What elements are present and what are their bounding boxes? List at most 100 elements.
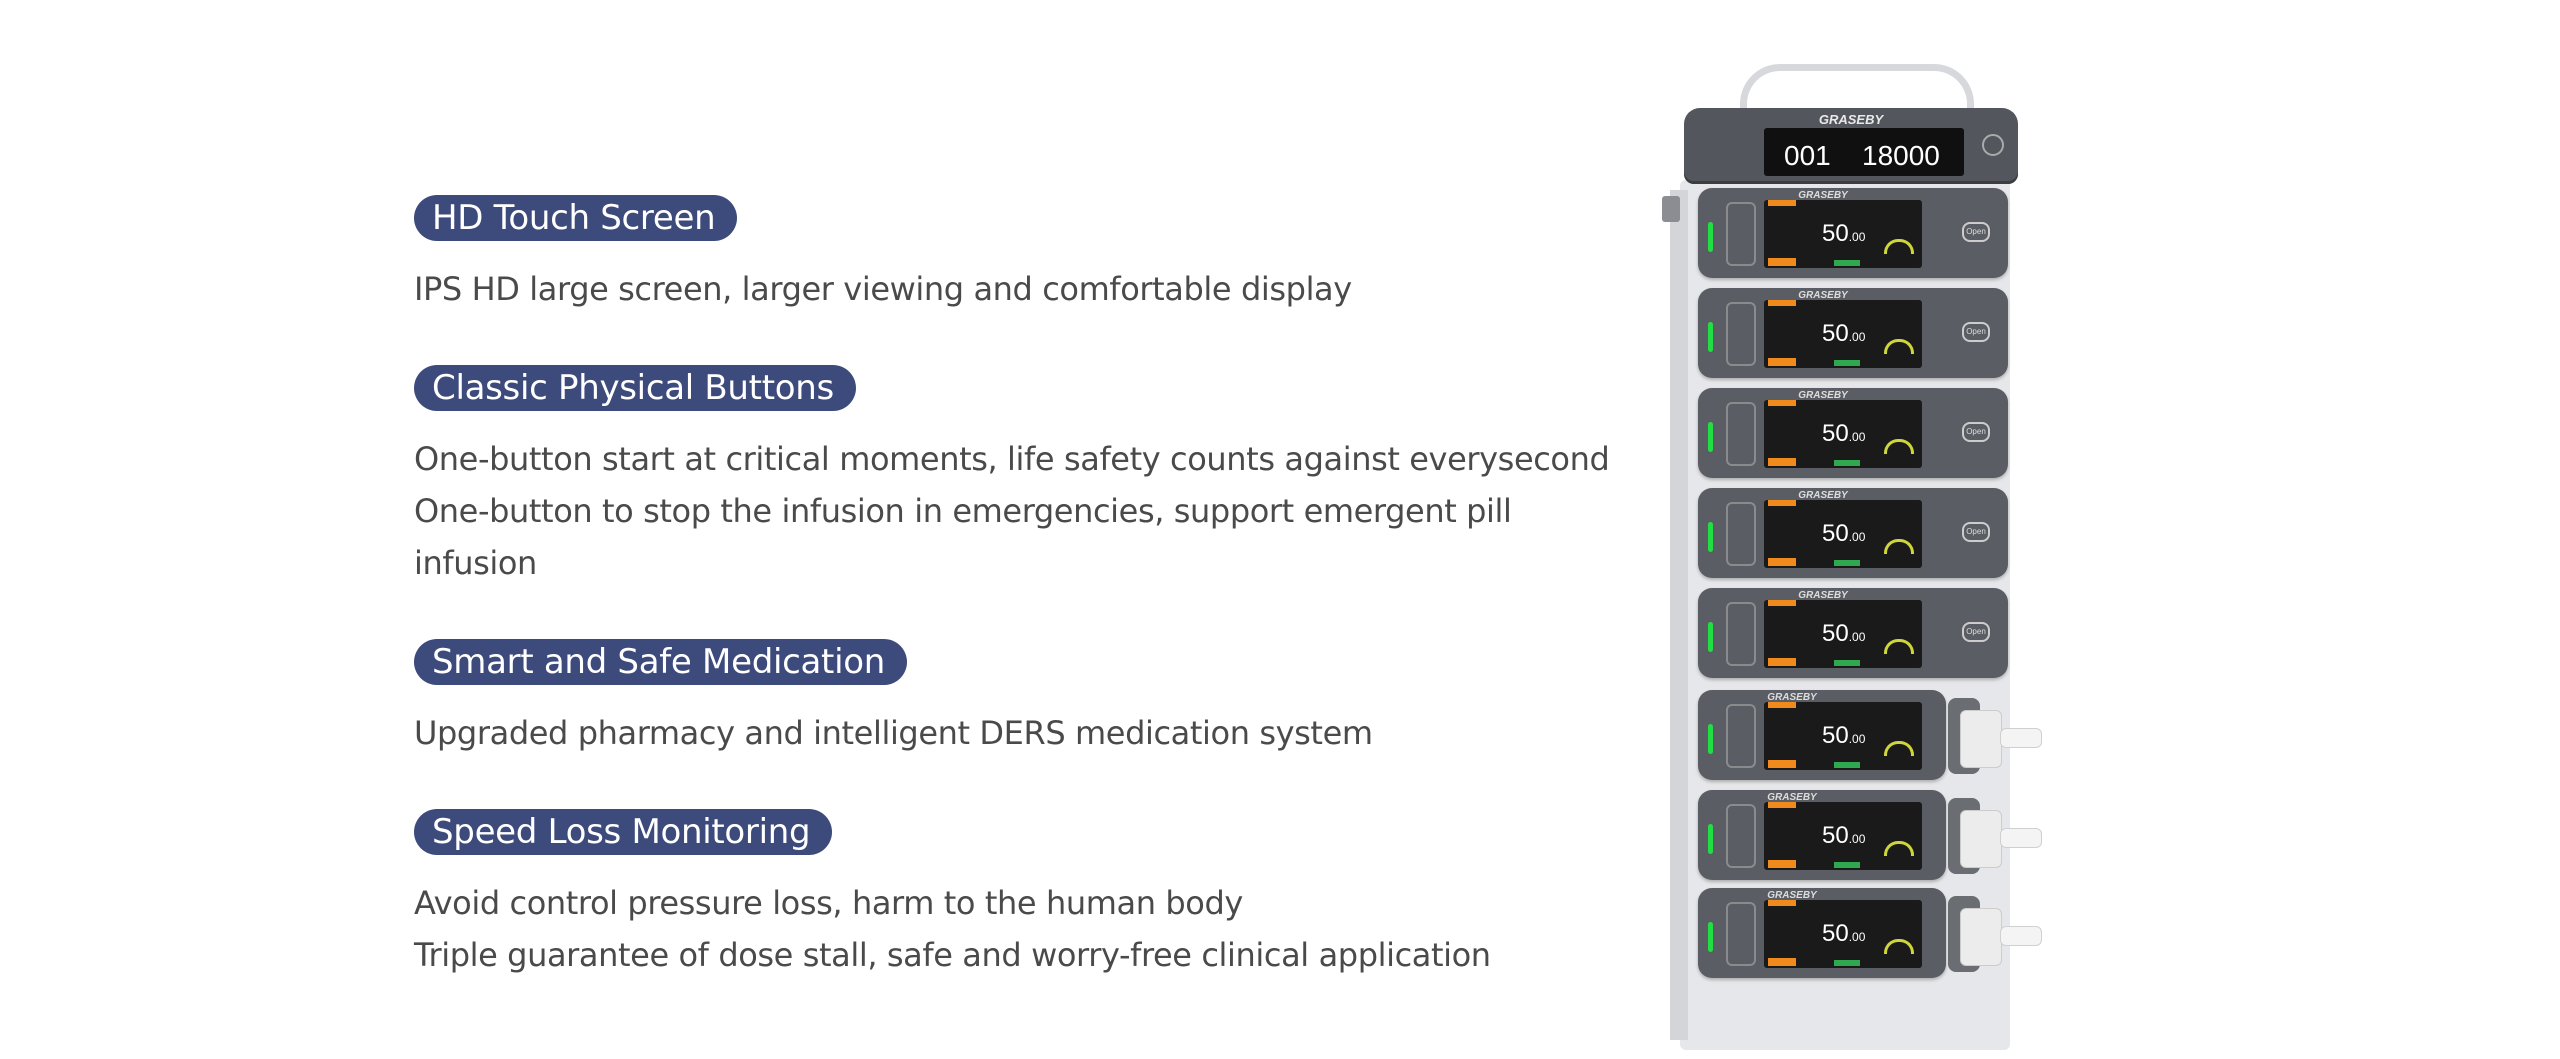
- syringe-barrel: [1960, 908, 2002, 966]
- screen-footer-button: [1768, 358, 1796, 366]
- top-display: 001 18000: [1764, 128, 1964, 176]
- syringe: [1948, 896, 2050, 972]
- feature-description-line: IPS HD large screen, larger viewing and …: [414, 270, 1352, 308]
- screen-footer-button: [1834, 460, 1860, 466]
- start-stop-keys: [1726, 902, 1756, 966]
- power-icon: [1982, 134, 2004, 156]
- feature-description-line: One-button to stop the infusion in emerg…: [414, 492, 1512, 582]
- feature-description: Upgraded pharmacy and intelligent DERS m…: [414, 707, 1614, 759]
- infusion-rate-main: 50: [1822, 520, 1849, 547]
- screen-footer-button: [1768, 458, 1796, 466]
- infusion-rate-main: 50: [1822, 420, 1849, 447]
- screen-footer-button: [1834, 660, 1860, 666]
- syringe: [1948, 698, 2050, 774]
- status-indicator-bar: [1708, 922, 1713, 952]
- screen-footer-button: [1834, 762, 1860, 768]
- infusion-rate-decimal: .00: [1848, 930, 1866, 944]
- screen-tab: [1768, 300, 1796, 306]
- screen-footer-button: [1834, 960, 1860, 966]
- brand-logo: GRASEBY: [1798, 190, 1848, 201]
- pump-screen: 50.00: [1764, 400, 1922, 468]
- pressure-gauge-icon: [1884, 339, 1914, 354]
- screen-footer-button: [1768, 958, 1796, 966]
- rack-rail: [1670, 190, 1688, 1040]
- feature-title: Smart and Safe Medication: [414, 639, 907, 685]
- infusion-rate: 50.00: [1822, 722, 1865, 750]
- brand-logo: GRASEBY: [1818, 112, 1884, 127]
- status-indicator-bar: [1708, 422, 1713, 452]
- syringe-plunger: [2000, 926, 2042, 946]
- pump-module: GRASEBY 50.00 Open: [1698, 288, 2008, 378]
- screen-footer-button: [1834, 360, 1860, 366]
- screen-footer-button: [1834, 560, 1860, 566]
- brand-logo: GRASEBY: [1767, 792, 1817, 803]
- open-button: Open: [1962, 322, 1990, 342]
- feature-description: IPS HD large screen, larger viewing and …: [414, 263, 1614, 315]
- status-indicator-bar: [1708, 724, 1713, 754]
- screen-tab: [1768, 702, 1796, 708]
- start-stop-keys: [1726, 804, 1756, 868]
- status-indicator-bar: [1708, 322, 1713, 352]
- feature-hd-touch-screen: HD Touch Screen IPS HD large screen, lar…: [414, 195, 1614, 315]
- screen-tab: [1768, 600, 1796, 606]
- pressure-gauge-icon: [1884, 841, 1914, 856]
- status-indicator-bar: [1708, 824, 1713, 854]
- status-indicator-bar: [1708, 222, 1713, 252]
- syringe-barrel: [1960, 810, 2002, 868]
- feature-description-line: Upgraded pharmacy and intelligent DERS m…: [414, 714, 1373, 752]
- infusion-rate-main: 50: [1822, 920, 1849, 947]
- pressure-gauge-icon: [1884, 539, 1914, 554]
- infusion-rate-main: 50: [1822, 822, 1849, 849]
- infusion-rate-decimal: .00: [1848, 230, 1866, 244]
- start-stop-keys: [1726, 302, 1756, 366]
- brand-logo: GRASEBY: [1798, 290, 1848, 301]
- screen-footer-button: [1768, 860, 1796, 868]
- status-indicator-bar: [1708, 622, 1713, 652]
- screen-tab: [1768, 400, 1796, 406]
- brand-logo: GRASEBY: [1798, 390, 1848, 401]
- infusion-rate: 50.00: [1822, 620, 1865, 648]
- infusion-rate: 50.00: [1822, 520, 1865, 548]
- feature-description: Avoid control pressure loss, harm to the…: [414, 877, 1614, 981]
- feature-description: One-button start at critical moments, li…: [414, 433, 1614, 589]
- screen-tab: [1768, 200, 1796, 206]
- feature-title: Classic Physical Buttons: [414, 365, 856, 411]
- infusion-rate-main: 50: [1822, 320, 1849, 347]
- feature-title: Speed Loss Monitoring: [414, 809, 833, 855]
- brand-logo: GRASEBY: [1767, 692, 1817, 703]
- screen-footer-button: [1768, 760, 1796, 768]
- pump-screen: 50.00: [1764, 300, 1922, 368]
- screen-footer-button: [1768, 558, 1796, 566]
- open-button: Open: [1962, 222, 1990, 242]
- feature-classic-physical-buttons: Classic Physical Buttons One-button star…: [414, 365, 1614, 589]
- status-indicator-bar: [1708, 522, 1713, 552]
- feature-description-line: Triple guarantee of dose stall, safe and…: [414, 936, 1491, 974]
- brand-logo: GRASEBY: [1798, 490, 1848, 501]
- start-stop-keys: [1726, 502, 1756, 566]
- infusion-rate: 50.00: [1822, 920, 1865, 948]
- infusion-rate-decimal: .00: [1848, 430, 1866, 444]
- screen-footer-button: [1834, 260, 1860, 266]
- pump-module: GRASEBY 50.00: [1698, 888, 1946, 978]
- infusion-rate: 50.00: [1822, 822, 1865, 850]
- pressure-gauge-icon: [1884, 939, 1914, 954]
- brand-logo: GRASEBY: [1767, 890, 1817, 901]
- screen-tab: [1768, 500, 1796, 506]
- start-stop-keys: [1726, 704, 1756, 768]
- pressure-gauge-icon: [1884, 741, 1914, 756]
- infusion-rate-decimal: .00: [1848, 832, 1866, 846]
- top-display-value: 001: [1784, 140, 1831, 171]
- feature-description-line: Avoid control pressure loss, harm to the…: [414, 884, 1243, 922]
- pump-screen: 50.00: [1764, 500, 1922, 568]
- top-display-value: 18000: [1862, 140, 1940, 171]
- infusion-rate-decimal: .00: [1848, 732, 1866, 746]
- carry-handle: [1740, 64, 1974, 123]
- infusion-rate: 50.00: [1822, 320, 1865, 348]
- pressure-gauge-icon: [1884, 439, 1914, 454]
- syringe: [1948, 798, 2050, 874]
- start-stop-keys: [1726, 202, 1756, 266]
